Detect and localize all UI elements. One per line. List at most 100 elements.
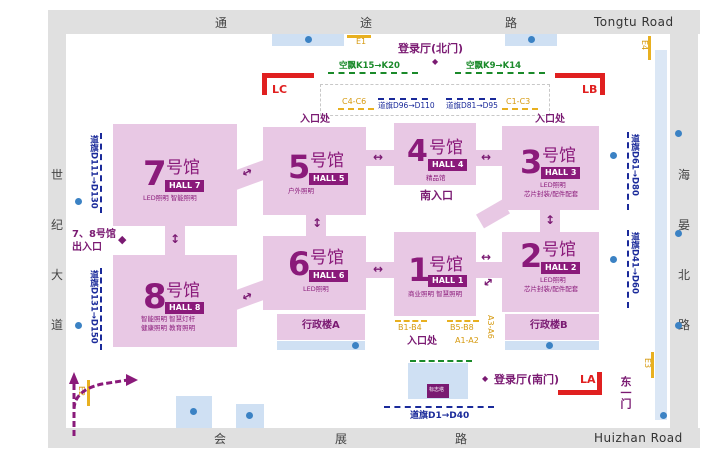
e3-marker: [651, 352, 654, 378]
flag-d131-line: [100, 268, 102, 350]
hall-8-tag: HALL 8: [165, 302, 205, 314]
road-top-char-1: 通: [215, 16, 228, 30]
hall-6-content: 6 号馆 HALL 6 LED照明: [263, 236, 366, 310]
hall-6-number: 6: [288, 245, 311, 283]
la-wall-v: [597, 372, 602, 395]
double-arrow-icon: ↔: [481, 250, 492, 264]
booth-c4-c6-line: [338, 108, 374, 110]
hall-5-cn: 号馆: [310, 151, 344, 171]
hall-5-content: 5 号馆 HALL 5 户外照明: [263, 127, 366, 215]
hall-7-desc: LED照明 智能照明: [143, 194, 197, 202]
hall-2-content: 2 号馆 HALL 2 LED照明 芯片封装/配件配套: [502, 232, 599, 312]
admin-building-b[interactable]: [505, 314, 599, 340]
e1-marker: [347, 35, 371, 38]
e1-label: E1: [356, 37, 367, 46]
hall-4[interactable]: [394, 123, 476, 185]
road-left-char-1: 世: [51, 168, 64, 182]
hall-5[interactable]: [263, 127, 366, 215]
flag-d1-d40: 道旗D1→D40: [410, 411, 470, 421]
hall-1[interactable]: [394, 232, 476, 316]
booth-a3-a6: A3-A6: [486, 315, 495, 339]
booth-c1-c3: C1-C3: [506, 97, 531, 106]
la-wall: [558, 390, 602, 395]
east-gate: 东一门: [619, 376, 632, 409]
hall-3-tag: HALL 3: [541, 167, 581, 179]
hall78-entrance-line1: 7、8号馆: [72, 229, 116, 240]
hall-5-desc: 户外照明: [288, 187, 314, 195]
location-pin-icon: [190, 408, 197, 415]
e2-marker: [87, 380, 90, 406]
hall-4-number: 4: [407, 134, 428, 169]
double-arrow-icon: ↔: [481, 150, 492, 164]
hall-8-content: 8 号馆 HALL 8 智能照明 智慧灯杆 健康照明 教育照明: [113, 255, 237, 347]
hall-1-tag: HALL 1: [428, 275, 468, 287]
flag-d61-d80: 道旗D61→D80: [629, 134, 640, 196]
flag-d41-d60: 道旗D41→D60: [629, 232, 640, 294]
hall78-entrance-line2: 出入口: [72, 242, 102, 253]
skybridge-k9-k14: 空飘K9→K14: [466, 61, 522, 71]
parking-strip-right: [655, 50, 667, 420]
road-left-char-2: 纪: [51, 218, 64, 232]
hall-4-desc: 精品馆: [426, 174, 446, 182]
skybridge-k15-k20: 空飘K15→K20: [339, 61, 400, 71]
road-right-char-2: 晏: [678, 218, 691, 232]
flag-d111-d130: 道旗D111→D130: [88, 135, 99, 209]
hall-4-cn: 号馆: [429, 138, 463, 158]
location-pin-icon: [75, 322, 82, 329]
hall-5-number: 5: [288, 148, 311, 186]
south-entrance: 南入口: [420, 189, 453, 202]
road-right-char-3: 北: [678, 268, 691, 282]
road-right-char-4: 路: [678, 318, 691, 332]
admin-building-a-label: 行政楼A: [302, 320, 340, 331]
connector-4-3: [476, 150, 502, 166]
location-pin-icon: [675, 322, 682, 329]
location-pin-icon: [660, 412, 667, 419]
booth-b1-b4: B1-B4: [398, 323, 422, 332]
hall-1-content: 1 号馆 HALL 1 商业照明 智慧照明: [394, 232, 476, 316]
hall-8[interactable]: [113, 255, 237, 347]
location-pin-icon: [246, 412, 253, 419]
admin-building-b-label: 行政楼B: [530, 320, 568, 331]
hall-3-content: 3 号馆 HALL 3 LED照明 芯片封装/配件配套: [502, 126, 599, 210]
hall-2-desc-1: LED照明: [540, 276, 566, 284]
parking-below-admin-a: [277, 341, 365, 350]
road-top-name-en: Tongtu Road: [594, 15, 674, 29]
hall-7-tag: HALL 7: [165, 180, 205, 192]
hall-8-cn: 号馆: [166, 281, 200, 301]
hall-2-number: 2: [520, 237, 543, 275]
landmark-tower[interactable]: [427, 384, 449, 398]
up-down-arrow-icon: ↕: [312, 216, 323, 230]
hall-3-desc-1: LED照明: [540, 181, 566, 189]
up-down-arrow-icon: ◆: [432, 57, 439, 66]
hall-1-cn: 号馆: [429, 255, 463, 275]
road-right-char-1: 海: [678, 168, 691, 182]
double-arrow-icon: ↔: [373, 150, 384, 164]
hall-7-content: 7 号馆 HALL 7 LED照明 智能照明: [113, 124, 237, 226]
hall-6-desc: LED照明: [303, 285, 329, 293]
booth-b5-b8: B5-B8: [450, 323, 474, 332]
booth-b5-b8-line: [447, 320, 479, 322]
hall-2-desc-2: 芯片封装/配件配套: [524, 285, 579, 293]
entrance-bottom: 入口处: [407, 336, 437, 347]
double-arrow-icon: ↔: [373, 262, 384, 276]
connector-1-3-diag: [476, 199, 510, 229]
road-left-char-3: 大: [51, 268, 64, 282]
entrance-upper-right: 入口处: [535, 114, 565, 125]
road-bottom-char-2: 展: [335, 432, 348, 446]
location-pin-icon: [75, 198, 82, 205]
registration-south: 登录厅(南门): [494, 373, 560, 386]
lc-wall: [262, 73, 314, 78]
hall-4-tag: HALL 4: [428, 159, 468, 171]
landmark-tower-label: 标志塔: [429, 387, 445, 393]
hall-3-number: 3: [520, 143, 543, 181]
skybridge-line-right: [455, 72, 545, 74]
entrance-upper-left: 入口处: [300, 114, 330, 125]
up-down-arrow-icon: ↕: [545, 213, 556, 227]
flag-d1-line: [384, 406, 494, 408]
admin-building-a[interactable]: [277, 314, 365, 340]
hall-7[interactable]: [113, 124, 237, 226]
lc-label: LC: [272, 83, 288, 96]
up-down-arrow-icon: ◆: [482, 374, 489, 383]
road-left: [48, 10, 66, 448]
road-top-char-2: 途: [360, 16, 373, 30]
